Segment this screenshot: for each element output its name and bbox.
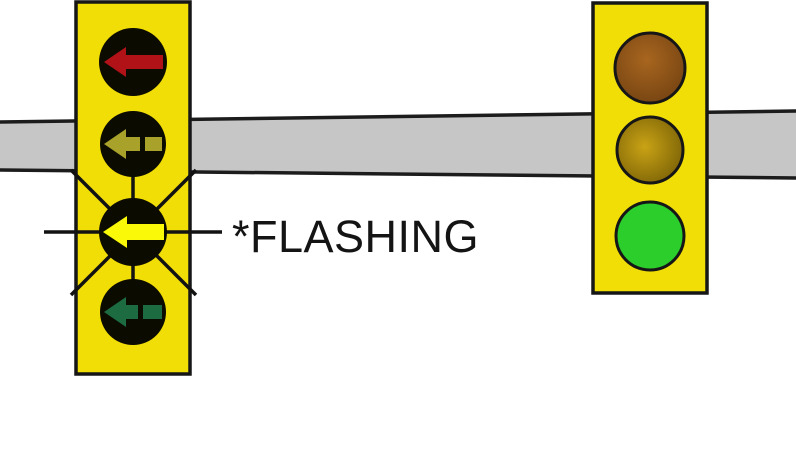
green-light-on [614, 200, 686, 272]
green-left-arrow-icon [104, 297, 162, 327]
dim-yellow-light [615, 115, 685, 185]
dim-yellow-left-arrow-icon [104, 129, 162, 159]
dim-red-light [613, 31, 687, 105]
red-left-arrow-icon [104, 47, 163, 77]
flashing-label: *FLASHING [232, 211, 480, 262]
flashing-yellow-left-arrow-icon [103, 216, 164, 248]
